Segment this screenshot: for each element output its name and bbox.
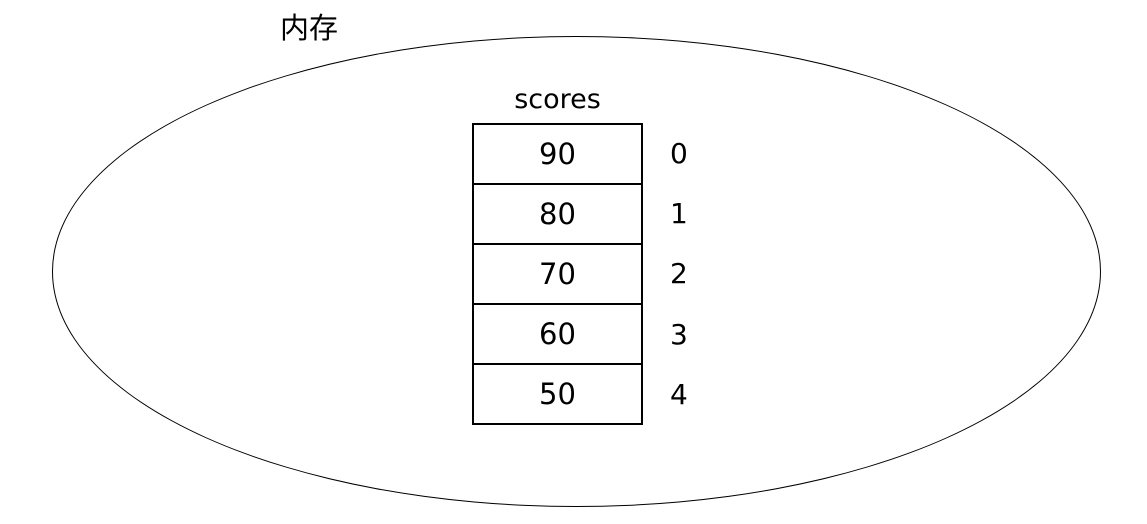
array-cell-4: 50: [539, 377, 576, 411]
array-cell-2: 70: [474, 245, 641, 305]
array-index-label-3: 3: [670, 317, 688, 351]
array-cell-3: 60: [474, 305, 641, 365]
array-index-label-2: 2: [670, 257, 688, 291]
array-name-label: scores: [514, 84, 601, 115]
memory-label: 内存: [280, 11, 339, 45]
array-cells: 90 80 70 60 50: [472, 123, 643, 425]
array-group: scores 90 80 70 60 50 0 1 2 3 4: [472, 83, 688, 425]
memory-boundary-ellipse: [52, 36, 1101, 507]
array-indices: 0 1 2 3 4: [670, 123, 688, 425]
array-index-label-4: 4: [670, 378, 688, 412]
array-cell-0: 90: [474, 125, 641, 185]
array-index-label-0: 0: [670, 136, 688, 170]
array-index-label-1: 1: [670, 197, 688, 231]
array-body: 90 80 70 60 50 0 1 2 3 4: [472, 123, 688, 425]
array-cell-1: 80: [474, 185, 641, 245]
